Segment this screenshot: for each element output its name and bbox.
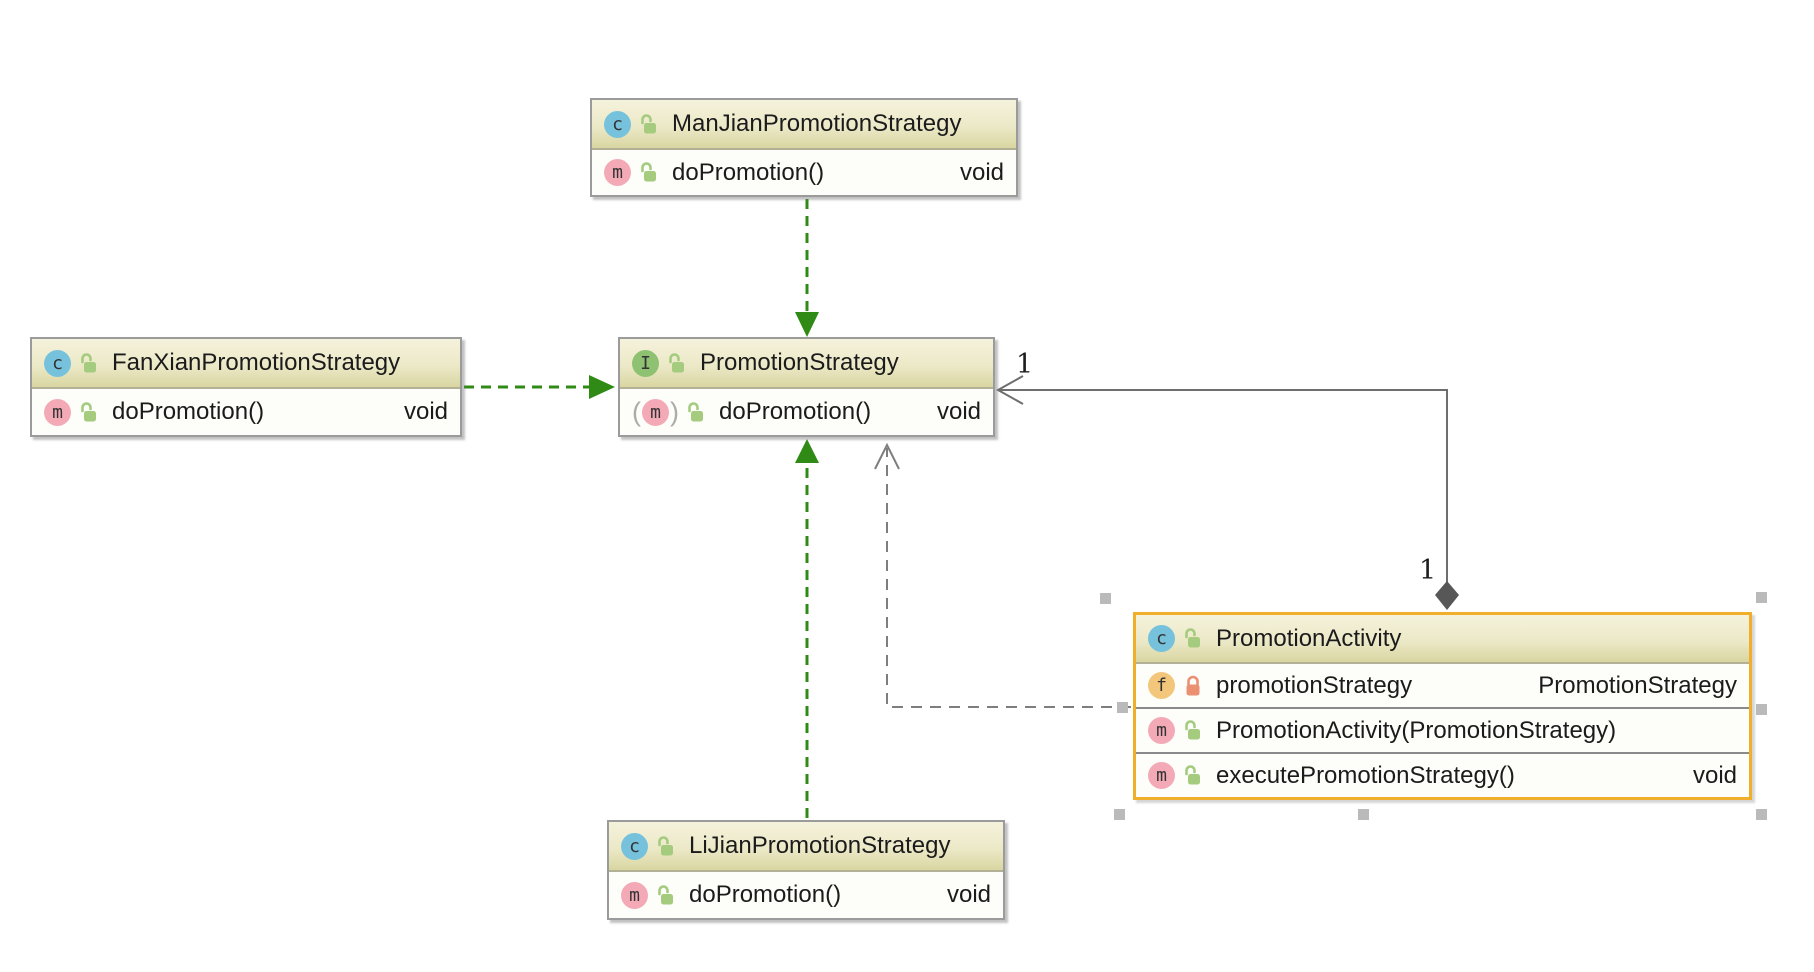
public-unlocked-icon <box>80 401 98 423</box>
abstract-method-icon: ( m ) <box>632 396 679 427</box>
node-header: c ManJianPromotionStrategy <box>592 100 1016 150</box>
field-type: PromotionStrategy <box>1538 671 1737 699</box>
selection-handle-mid-right[interactable] <box>1756 704 1767 715</box>
edge-lijian-realizes-strategy[interactable] <box>795 439 819 818</box>
private-locked-icon <box>1184 675 1202 696</box>
class-icon: c <box>621 832 648 860</box>
public-unlocked-icon <box>657 884 675 906</box>
public-unlocked-icon <box>1184 765 1202 786</box>
public-unlocked-icon <box>640 113 658 135</box>
selection-handle-bottom-right[interactable] <box>1756 809 1767 820</box>
member-row[interactable]: m doPromotion() void <box>609 872 1003 918</box>
edge-activity-depends-on-strategy[interactable] <box>874 442 1131 708</box>
field-name: promotionStrategy <box>1216 671 1413 699</box>
constructor-name: PromotionActivity(PromotionStrategy) <box>1216 716 1617 744</box>
public-unlocked-icon <box>80 352 98 374</box>
class-icon: c <box>1148 625 1175 652</box>
class-title: ManJianPromotionStrategy <box>672 110 962 137</box>
triangle-arrowhead-icon <box>795 439 819 463</box>
node-header: c FanXianPromotionStrategy <box>32 339 460 389</box>
selection-handle-bottom-left[interactable] <box>1114 809 1125 820</box>
interface-icon: I <box>632 349 659 377</box>
field-icon: f <box>1148 672 1175 699</box>
method-return-type: void <box>936 398 981 425</box>
multiplicity-label-target: 1 <box>1016 349 1034 380</box>
class-node-manjian-promotion-strategy[interactable]: c ManJianPromotionStrategy m doPromotion… <box>590 98 1018 197</box>
method-name: doPromotion() <box>719 398 872 425</box>
class-icon: c <box>604 110 631 138</box>
constructor-row[interactable]: m PromotionActivity(PromotionStrategy) <box>1136 707 1749 752</box>
node-header: c LiJianPromotionStrategy <box>609 822 1003 872</box>
method-name: doPromotion() <box>112 398 265 425</box>
public-unlocked-icon <box>640 162 658 183</box>
class-node-lijian-promotion-strategy[interactable]: c LiJianPromotionStrategy m doPromotion(… <box>607 820 1005 920</box>
class-node-promotion-activity[interactable]: c PromotionActivity f promotionStrategy … <box>1133 612 1752 800</box>
member-row[interactable]: m doPromotion() void <box>32 389 460 435</box>
public-unlocked-icon <box>687 401 705 423</box>
public-unlocked-icon <box>668 352 686 374</box>
class-title: LiJianPromotionStrategy <box>689 832 951 859</box>
member-row[interactable]: m doPromotion() void <box>592 150 1016 195</box>
triangle-arrowhead-icon <box>795 312 819 337</box>
open-arrowhead-icon <box>995 375 1024 405</box>
open-arrowhead-icon <box>874 442 900 470</box>
method-return-type: void <box>946 881 991 908</box>
method-return-type: void <box>959 158 1004 186</box>
multiplicity-label-source: 1 <box>1419 555 1437 586</box>
selection-handle-bottom-mid[interactable] <box>1358 809 1369 820</box>
edge-manjian-realizes-strategy[interactable] <box>795 199 819 337</box>
method-row[interactable]: m executePromotionStrategy() void <box>1136 752 1749 797</box>
public-unlocked-icon <box>657 835 675 857</box>
method-return-type: void <box>1692 761 1737 789</box>
class-icon: c <box>44 349 71 377</box>
node-header: I PromotionStrategy <box>620 339 993 389</box>
method-return-type: void <box>403 398 448 425</box>
class-node-fanxian-promotion-strategy[interactable]: c FanXianPromotionStrategy m doPromotion… <box>30 337 462 437</box>
interface-node-promotion-strategy[interactable]: I PromotionStrategy ( m ) doProm <box>618 337 995 437</box>
method-icon: m <box>621 881 648 909</box>
aggregation-diamond-icon <box>1435 581 1459 610</box>
public-unlocked-icon <box>1184 628 1202 649</box>
interface-title: PromotionStrategy <box>700 349 899 376</box>
method-icon: m <box>44 398 71 426</box>
triangle-arrowhead-icon <box>589 375 615 399</box>
method-icon: m <box>1148 762 1175 789</box>
method-name: doPromotion() <box>689 881 842 908</box>
selection-handle-top-right[interactable] <box>1756 592 1767 603</box>
member-row[interactable]: ( m ) doPromotion() void <box>620 389 993 435</box>
node-header: c PromotionActivity <box>1136 615 1749 664</box>
class-title: PromotionActivity <box>1216 624 1402 652</box>
selection-handle-top-left[interactable] <box>1100 593 1111 604</box>
edge-activity-aggregates-strategy[interactable] <box>995 375 1459 610</box>
field-row[interactable]: f promotionStrategy PromotionStrategy <box>1136 664 1749 707</box>
edge-fanxian-realizes-strategy[interactable] <box>464 375 615 399</box>
public-unlocked-icon <box>1184 720 1202 741</box>
method-icon: m <box>604 159 631 186</box>
method-name: executePromotionStrategy() <box>1216 761 1515 789</box>
method-name: doPromotion() <box>672 158 825 186</box>
method-icon: m <box>1148 717 1175 744</box>
class-title: FanXianPromotionStrategy <box>112 349 401 376</box>
selection-handle-mid-left[interactable] <box>1117 702 1128 713</box>
